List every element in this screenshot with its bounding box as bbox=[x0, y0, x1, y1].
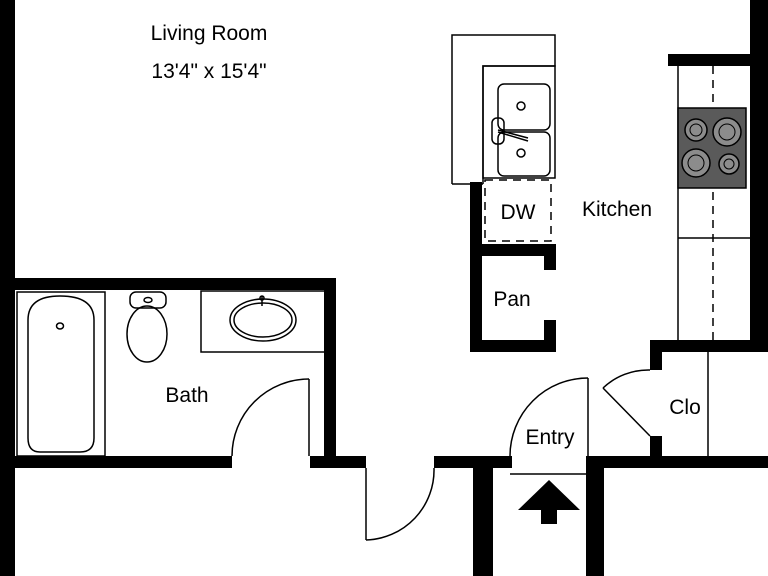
tub-outer bbox=[16, 291, 106, 457]
sink-cabinet bbox=[482, 65, 556, 179]
wall-closet-left-bottom bbox=[650, 436, 662, 466]
doors bbox=[231, 352, 709, 541]
closet-label: Clo bbox=[669, 396, 701, 419]
sink-icon bbox=[491, 83, 551, 177]
closet-door-swing bbox=[602, 369, 651, 389]
wall-pantry-bottom bbox=[470, 340, 556, 352]
sink-basin-top bbox=[497, 83, 551, 131]
dishwasher-label: DW bbox=[501, 201, 536, 224]
wall-pantry-jamb-top bbox=[544, 244, 556, 270]
drain-bottom bbox=[516, 148, 526, 158]
wall-closet-left-top bbox=[650, 340, 662, 370]
entry-arrow-icon bbox=[518, 480, 580, 524]
burner-bottom-right bbox=[718, 153, 740, 175]
vanity-faucet-knob bbox=[259, 295, 265, 301]
stove-icon bbox=[677, 107, 747, 189]
burner-top-left bbox=[684, 118, 708, 142]
range-top bbox=[677, 107, 747, 189]
living-room-label: Living Room bbox=[151, 22, 268, 45]
vanity bbox=[200, 290, 326, 353]
bath-label: Bath bbox=[165, 384, 208, 407]
burner-bottom-left bbox=[681, 148, 711, 178]
faucet-spout bbox=[497, 129, 529, 139]
living-room-dimensions: 13'4" x 15'4" bbox=[151, 60, 266, 83]
burner-ring-tr bbox=[718, 123, 736, 141]
toilet-button bbox=[143, 296, 153, 304]
wall-bath-bottom bbox=[0, 456, 232, 468]
bathtub-icon bbox=[16, 291, 106, 457]
closet-door-leaf bbox=[602, 387, 651, 437]
vanity-sink-icon bbox=[200, 290, 326, 353]
toilet-tank bbox=[129, 291, 167, 309]
dishwasher-outline bbox=[484, 179, 552, 242]
wall-pantry-left bbox=[470, 182, 482, 352]
wall-kitchen-top bbox=[668, 54, 768, 66]
counter-outline bbox=[451, 34, 556, 184]
wall-bath-bottom-right bbox=[310, 456, 366, 468]
wall-right-outer bbox=[750, 0, 768, 350]
toilet-bowl bbox=[126, 305, 168, 363]
wall-entry-bottom bbox=[590, 456, 768, 468]
kitchen-counters bbox=[451, 34, 752, 340]
wall-lower-right bbox=[586, 456, 604, 576]
wall-bath-top bbox=[0, 278, 336, 290]
wall-pantry-divider bbox=[470, 244, 556, 256]
burner-ring-tl bbox=[689, 123, 703, 137]
wall-pantry-jamb-bottom bbox=[544, 320, 556, 352]
wall-lower-left bbox=[473, 456, 493, 576]
wall-bath-right bbox=[324, 278, 336, 468]
faucet-spout-2 bbox=[497, 131, 529, 142]
sink-basin-bottom bbox=[497, 131, 551, 177]
burner-top-right bbox=[712, 117, 742, 147]
tub-drain bbox=[55, 322, 65, 330]
bath-door-swing bbox=[231, 378, 310, 457]
burner-ring-bl bbox=[687, 154, 705, 172]
toilet-icon bbox=[126, 291, 168, 363]
entry-label: Entry bbox=[525, 426, 575, 449]
wall-closet-top bbox=[650, 340, 768, 352]
corridor-door-swing bbox=[365, 467, 435, 541]
tub-inner bbox=[27, 295, 95, 453]
vanity-basin-outer bbox=[229, 298, 297, 342]
vanity-basin-inner bbox=[233, 302, 293, 338]
drain-top bbox=[516, 101, 526, 111]
burner-ring-br bbox=[723, 158, 735, 170]
kitchen-label: Kitchen bbox=[582, 198, 652, 221]
pantry-label: Pan bbox=[493, 288, 530, 311]
entry-door-swing bbox=[509, 377, 589, 457]
